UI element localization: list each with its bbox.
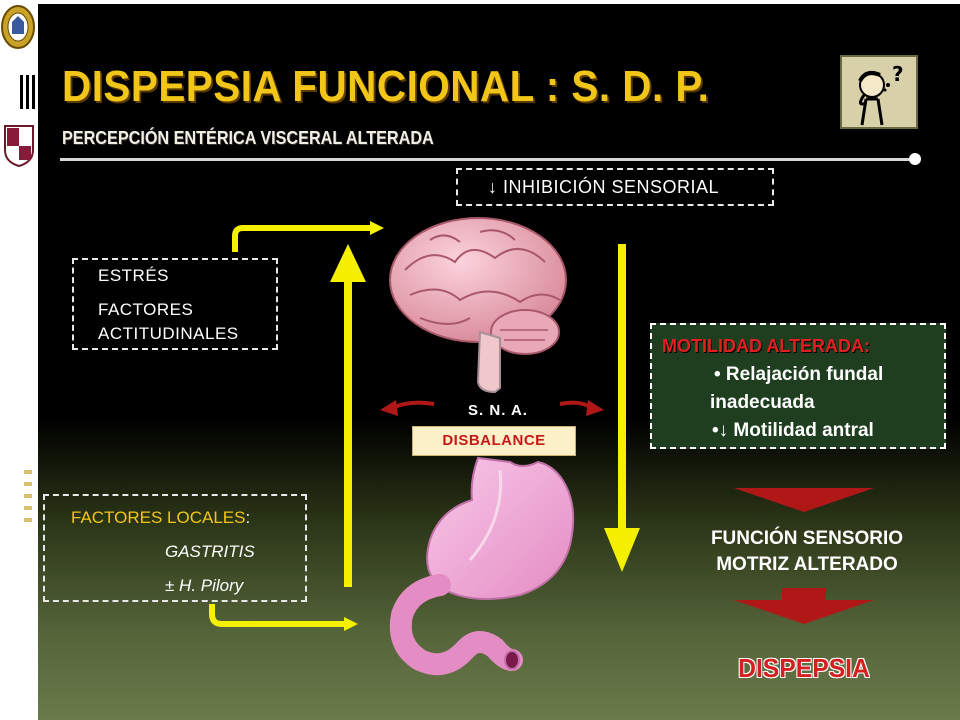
local-factor-gastritis: GASTRITIS — [165, 542, 255, 561]
motility-title: MOTILIDAD ALTERADA: — [662, 336, 870, 356]
motility-item1-line2: inadecuada — [710, 392, 815, 413]
disbalance-label: DISBALANCE — [412, 426, 576, 456]
stomach-illustration — [389, 456, 575, 676]
local-factors-title: FACTORES LOCALES: — [71, 508, 250, 528]
title-rule — [60, 158, 916, 161]
local-factors-box — [43, 494, 307, 602]
local-to-stomach-connector — [209, 604, 358, 631]
local-factors-colon: : — [245, 508, 251, 527]
local-factor-hpylori: ± H. Pilory — [165, 576, 244, 595]
sna-left-arrow — [380, 400, 435, 416]
motility-item2: •↓ Motilidad antral — [712, 420, 874, 441]
stress-to-brain-connector — [232, 221, 384, 252]
side-bars-decoration — [20, 75, 36, 109]
slide-subtitle: PERCEPCIÓN ENTÉRICA VISCERAL ALTERADA — [62, 128, 434, 148]
stress-factors-box — [72, 258, 278, 350]
descending-arrow — [604, 244, 640, 572]
title-rule-dot — [909, 153, 921, 165]
brain-illustration — [389, 217, 567, 394]
attitude-factors-line2: ACTITUDINALES — [98, 324, 239, 343]
shield-crest-icon — [4, 125, 34, 168]
inhibition-box — [456, 168, 774, 206]
sensory-motor-function: FUNCIÓN SENSORIO MOTRIZ ALTERADO — [672, 526, 942, 578]
sensory-motor-line2: MOTRIZ ALTERADO — [716, 554, 898, 575]
local-factors-title-text: FACTORES LOCALES — [71, 508, 246, 527]
sna-right-arrow — [559, 400, 604, 416]
sna-label: S. N. A. — [468, 402, 528, 419]
slide-title: DISPEPSIA FUNCIONAL : S. D. P. — [62, 62, 710, 111]
left-margin-strip — [0, 0, 38, 720]
attitude-factors-line1: FACTORES — [98, 300, 194, 319]
university-seal-icon — [1, 5, 35, 49]
ascending-arrow — [330, 244, 366, 587]
stress-label: ESTRÉS — [98, 266, 170, 285]
inhibition-label: ↓ INHIBICIÓN SENSORIAL — [488, 177, 720, 197]
motility-item1-line1: • Relajación fundal — [714, 364, 884, 385]
down-arrow-1 — [734, 488, 874, 512]
svg-text:?: ? — [892, 62, 904, 86]
down-arrow-2 — [734, 588, 874, 624]
dispepsia-outcome: DISPEPSIA — [738, 653, 870, 683]
side-ticks-decoration — [24, 470, 34, 580]
thinking-person-icon: ? — [840, 55, 918, 129]
motility-box — [650, 323, 946, 449]
sensory-motor-line1: FUNCIÓN SENSORIO — [710, 528, 904, 549]
